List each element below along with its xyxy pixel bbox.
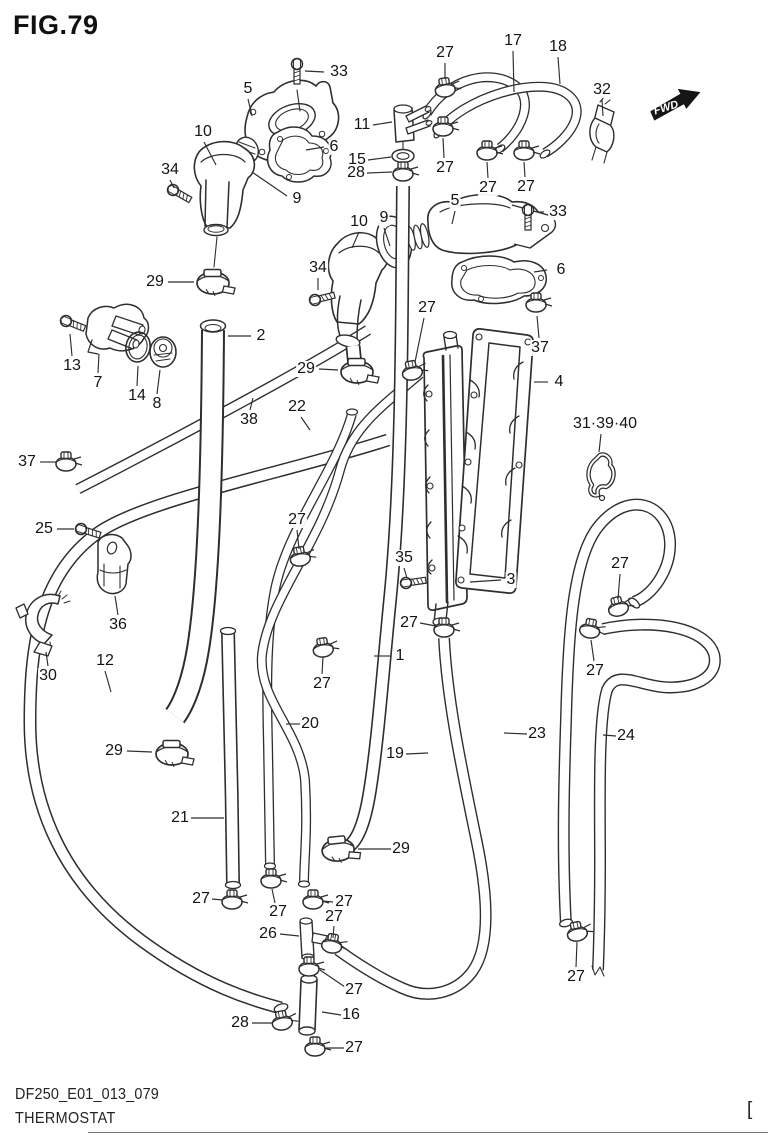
leader-line-27: [319, 969, 346, 988]
leader-line-17: [512, 50, 515, 93]
leader-line-15: [367, 156, 392, 161]
clip-bracket-32: [589, 96, 615, 164]
leader-line-19: [405, 752, 429, 755]
leader-line-38: [249, 397, 254, 411]
leader-line-8: [156, 369, 161, 395]
leader-line-13: [69, 333, 73, 357]
leader-line-5: [451, 210, 456, 225]
hose-clamp-27: [302, 889, 330, 910]
water-hose-23: [559, 505, 670, 928]
leader-line-32: [601, 99, 604, 117]
leader-line-37: [536, 315, 540, 339]
leader-line-27: [271, 888, 276, 904]
leader-line-27: [419, 622, 437, 627]
hose-clamp-29: [340, 357, 380, 386]
leader-line-12: [104, 670, 112, 693]
leader-line-11: [372, 121, 393, 126]
leader-line-29: [318, 368, 339, 371]
leader-line-27: [486, 161, 489, 179]
bolt-35: [399, 574, 428, 590]
bolt-13: [58, 313, 88, 335]
leader-line-31·39·40: [598, 433, 602, 453]
leader-line-23: [503, 732, 528, 735]
leader-line-27: [414, 317, 425, 363]
leader-line-5: [247, 98, 253, 117]
water-hose-22: [265, 408, 359, 870]
fwd-arrow: FWD: [650, 88, 701, 121]
joint-fitting-11: [393, 104, 433, 151]
leader-line-26: [279, 933, 300, 937]
thermostat-assembly-upper: [193, 79, 340, 268]
leader-line-35: [403, 567, 408, 579]
leader-line-24: [602, 734, 617, 737]
leader-line-10: [351, 231, 360, 249]
leader-line-27: [442, 137, 445, 159]
leader-line-27: [211, 898, 224, 901]
leader-line-27: [617, 573, 621, 600]
leader-line-27: [590, 639, 595, 662]
leader-line-27: [523, 161, 526, 178]
hose-clamp-27: [298, 956, 326, 977]
hose-clamp-27: [605, 592, 637, 620]
thermostat-8: [149, 336, 177, 368]
thermostat-gasket-6-center: [451, 255, 547, 305]
leader-line-16: [321, 1011, 342, 1016]
leader-line-30: [45, 651, 49, 667]
leader-line-27: [296, 529, 300, 550]
hose-clamp-28: [392, 161, 420, 182]
leader-line-29: [126, 750, 153, 753]
hose-bracket-36: [96, 533, 132, 595]
leader-line-27: [332, 925, 335, 939]
callout-leader-lines: [40, 50, 621, 1049]
figure-code: DF250_E01_013_079: [15, 1086, 159, 1103]
water-pipe-21: [219, 628, 242, 889]
leader-line-27: [575, 941, 578, 968]
leader-line-33: [304, 70, 325, 73]
water-hose-24: [591, 625, 715, 977]
clip-31-39-40: [586, 452, 616, 502]
pipe-clamp-30: [15, 590, 71, 657]
hose-clamp-37: [55, 451, 83, 472]
leader-line-34: [169, 179, 175, 189]
water-hose-16: [298, 974, 318, 1036]
leader-line-18: [557, 56, 561, 85]
bolt-34: [164, 181, 194, 206]
figure-title: FIG.79: [13, 10, 99, 40]
fwd-arrow-label: FWD: [652, 99, 680, 118]
leader-line-22: [300, 416, 311, 431]
leader-line-6: [305, 146, 325, 151]
figure-caption: THERMOSTAT: [15, 1110, 116, 1127]
leader-line-10: [203, 141, 217, 166]
thermostat-cover-plate-3: [422, 330, 468, 627]
thermostat-assembly-center: [327, 193, 557, 348]
leader-line-6: [533, 269, 548, 273]
hose-clamp-29: [155, 739, 195, 768]
hose-clamp-27: [304, 1036, 332, 1057]
leader-line-27: [321, 656, 324, 675]
leader-line-28: [366, 171, 393, 174]
hose-clamp-27: [310, 635, 341, 660]
leader-line-36: [114, 595, 119, 616]
leader-line-14: [136, 365, 139, 387]
leader-line-9: [383, 227, 391, 247]
hose-clamp-27: [221, 889, 249, 910]
thermostat-gasket-6-upper: [266, 126, 332, 183]
water-hose-20: [262, 374, 420, 887]
hose-clamp-27: [260, 868, 288, 889]
hose-clamp-27: [513, 140, 541, 161]
page-bottom-rule: [88, 1132, 768, 1133]
thermostat-housing-10: [193, 140, 256, 229]
leader-line-27: [321, 900, 334, 903]
corner-bracket: [: [747, 1099, 753, 1120]
water-pipe-2: [175, 320, 227, 716]
thermostat-gasket-4: [455, 328, 534, 594]
seal-ring-15: [391, 148, 415, 164]
leader-line-3: [469, 579, 502, 583]
leader-line-7: [97, 353, 100, 374]
thermostat-sensor-group: [85, 303, 177, 368]
hose-clamp-29: [196, 268, 236, 297]
leader-line-9: [251, 171, 288, 197]
